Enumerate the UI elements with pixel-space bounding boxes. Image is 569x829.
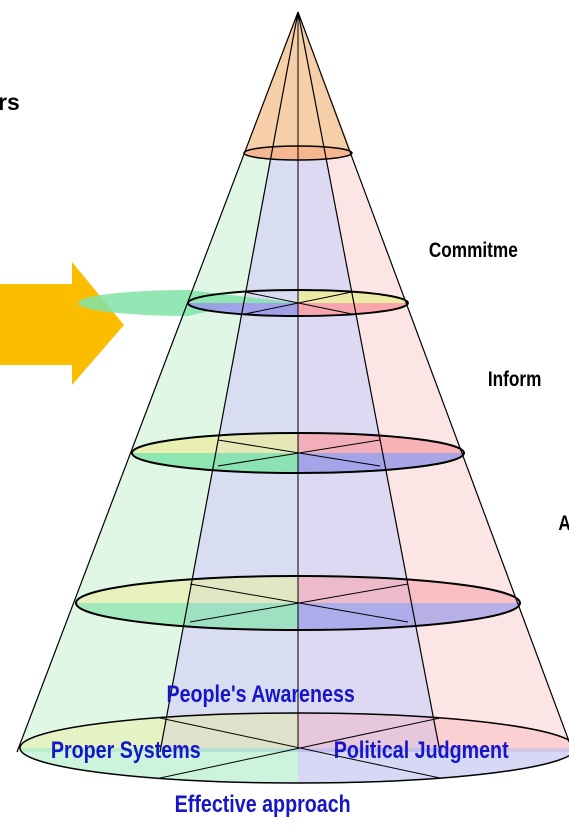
cone-outline <box>16 11 569 779</box>
base-label-proper-systems: Proper Systems <box>51 736 201 763</box>
ring-4 <box>75 575 521 631</box>
level-label-information: Inform <box>488 369 542 392</box>
base-label-political-judgment: Political Judgment <box>334 736 510 763</box>
level-label-a: A <box>558 513 569 536</box>
cone-apex-section <box>245 12 352 153</box>
arrow-icon <box>0 262 124 385</box>
base-label-people-awareness: People's Awareness <box>166 680 354 707</box>
base-label-effective-approach: Effective approach <box>175 790 351 817</box>
top-left-text: rs <box>0 89 20 115</box>
level-label-commitment: Commitme <box>429 240 518 263</box>
